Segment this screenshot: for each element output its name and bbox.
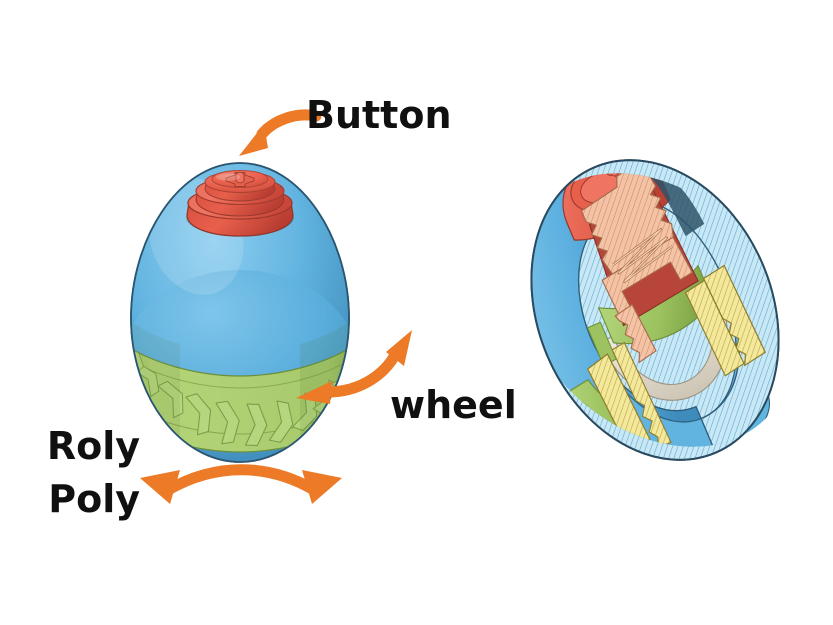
rolypoly-arrow-head-right bbox=[302, 470, 342, 504]
button[interactable] bbox=[186, 169, 294, 237]
section-outline bbox=[530, 159, 780, 461]
rolypoly-arrow bbox=[140, 464, 342, 504]
cut-wheel-hub-right bbox=[684, 279, 745, 377]
wheel-arrow-head-right bbox=[386, 330, 412, 366]
egg-outline bbox=[130, 162, 350, 463]
assembly-view bbox=[130, 109, 412, 504]
wheel-arrow-shaft bbox=[322, 349, 401, 398]
cut-wheel-teeth-left bbox=[611, 341, 672, 449]
section-view bbox=[530, 151, 780, 468]
button-arrow-shaft bbox=[256, 109, 322, 140]
button-arrow-head bbox=[239, 124, 268, 156]
wheel-arrow bbox=[296, 330, 412, 404]
rolypoly-arrow-head-left bbox=[140, 470, 180, 504]
label-button: Button bbox=[306, 93, 452, 137]
button-highlight bbox=[216, 173, 240, 181]
label-poly: Poly bbox=[48, 477, 140, 521]
cut-shadow-gap bbox=[645, 161, 705, 237]
cut-mechanism-stem bbox=[614, 303, 657, 364]
label-roly: Roly bbox=[47, 424, 140, 468]
label-wheel: wheel bbox=[390, 383, 517, 427]
wheel-groove-top bbox=[131, 351, 349, 389]
spring-highlight bbox=[612, 228, 673, 283]
rolypoly-arrow-shaft bbox=[165, 464, 317, 495]
wheel-arrow-head-left bbox=[296, 381, 332, 404]
button-arrow bbox=[239, 109, 322, 156]
labels: Button wheel Roly Poly bbox=[47, 93, 517, 521]
button-cross-icon bbox=[225, 171, 255, 188]
